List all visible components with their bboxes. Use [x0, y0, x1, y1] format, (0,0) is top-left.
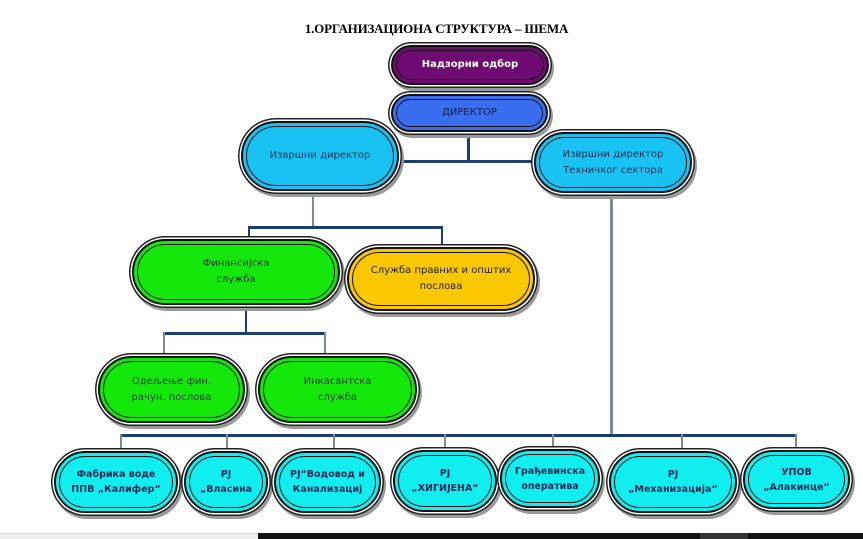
connector-exec-down	[312, 191, 314, 227]
connector-finance-down	[245, 305, 247, 334]
node-unit-vodovod: РЈ“Водовод и Канализациј	[274, 451, 381, 513]
node-label: Служба правних и општих послова	[370, 265, 512, 292]
connector-unit-3	[333, 434, 335, 451]
node-label: Грађевинска оператива	[514, 465, 586, 492]
connector-unit-5	[552, 434, 554, 450]
node-supervisory-board: Надзорни одбор	[391, 45, 549, 85]
node-executive-director: Извршни директор	[241, 121, 399, 191]
node-label: Одељење фин. рачун. послова	[131, 375, 212, 403]
connector-units	[120, 434, 797, 437]
connector-unit-1	[120, 434, 122, 451]
chart-title-text: 1.ОРГАНИЗАЦИОНА СТРУКТУРА – ШЕМА	[304, 21, 569, 36]
connector-unit-7	[795, 434, 797, 450]
chart-title: 1.ОРГАНИЗАЦИОНА СТРУКТУРА – ШЕМА	[0, 21, 863, 37]
node-unit-vlasina: РЈ „Власина	[184, 451, 268, 513]
node-label: Надзорни одбор	[421, 59, 519, 70]
bottom-bar-right	[258, 533, 863, 539]
node-executive-director-technical: Извршни директор Техничког сектора	[534, 132, 692, 193]
node-label: ДИРЕКТОР	[442, 107, 497, 118]
node-finance-service: Финансијска служба	[132, 239, 340, 305]
connector-unit-4	[444, 434, 446, 450]
connector-to-legal	[441, 226, 443, 247]
node-label: Фабрика воде ППВ „Калифер“	[71, 469, 161, 495]
node-label: Инкасантска служба	[303, 375, 372, 403]
node-unit-gradjevinska: Грађевинска оператива	[500, 449, 600, 508]
node-director: ДИРЕКТОР	[391, 94, 548, 132]
connector-executives	[398, 160, 535, 163]
connector-unit-2	[226, 434, 228, 451]
connector-to-finance	[248, 226, 250, 239]
node-label: РЈ „Механизација“	[628, 469, 718, 495]
connector-unit-6	[681, 434, 683, 450]
node-collection-service: Инкасантска служба	[258, 356, 417, 423]
node-label: РЈ „ХИГИЈЕНА“	[411, 468, 479, 494]
node-label: УПОВ „Алакинце“	[763, 466, 830, 493]
node-unit-kalifer: Фабрика воде ППВ „Калифер“	[54, 451, 178, 513]
node-label: РЈ „Власина	[199, 469, 253, 495]
node-label: РЈ“Водовод и Канализациј	[290, 469, 365, 495]
bottom-bar-left	[0, 533, 258, 539]
node-unit-higijena: РЈ „ХИГИЈЕНА“	[393, 450, 497, 512]
connector-to-collection	[324, 332, 326, 356]
node-finance-accounting-dept: Одељење фин. рачун. послова	[98, 356, 245, 423]
node-legal-service: Служба правних и општих послова	[347, 247, 535, 311]
node-unit-alakince: УПОВ „Алакинце“	[743, 450, 850, 509]
connector-technical-down	[610, 193, 613, 436]
node-label: Извршни директор Техничког сектора	[562, 148, 664, 176]
node-label: Извршни директор	[269, 150, 371, 161]
connector-finance-legal	[248, 226, 443, 229]
connector-director-down	[467, 131, 470, 162]
connector-to-accounting	[163, 332, 165, 356]
node-unit-mehanizacija: РЈ „Механизација“	[609, 451, 737, 513]
bottom-bar-patch	[700, 533, 748, 539]
connector-board-director	[467, 84, 470, 94]
connector-finance-subs	[163, 332, 326, 335]
node-label: Финансијска служба	[202, 258, 270, 285]
